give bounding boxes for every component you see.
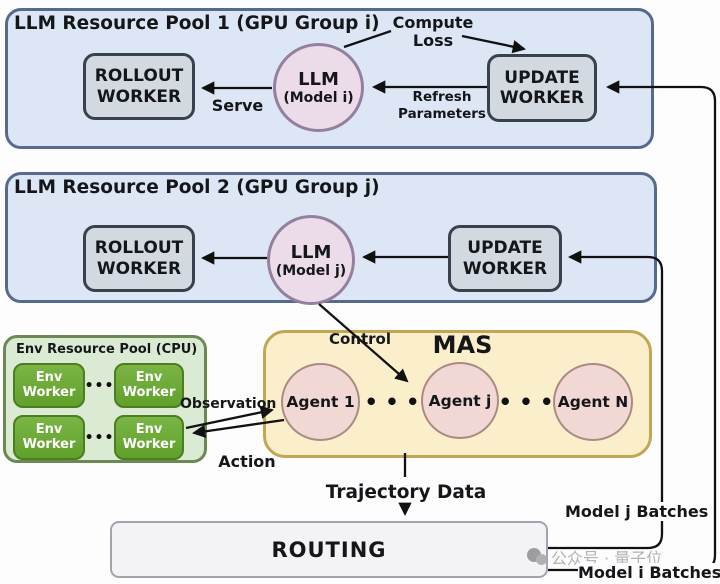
agent-n: Agent N [553,363,633,441]
pool2-title: LLM Resource Pool 2 (GPU Group j) [14,177,380,198]
pool1-update-worker: UPDATE WORKER [487,54,597,122]
agent-1: Agent 1 [281,363,360,441]
line-model-i-batches [548,80,717,572]
refresh-parameters-label: Refresh Parameters [398,89,486,122]
env-ellipsis-2: ••• [84,429,115,446]
pool1-llm-circle: LLM (Model i) [273,43,364,132]
pool2-llm-label: LLM [290,241,332,263]
mas-title: MAS [432,331,493,359]
pool2-update-worker: UPDATE WORKER [448,225,562,292]
action-label: Action [218,452,276,471]
routing-box: ROUTING [110,521,548,578]
pool2-llm-circle: LLM (Model j) [267,215,355,305]
pool1-llm-label: LLM [298,69,339,90]
agent-ellipsis-2: • • • [498,390,554,414]
pool1-llm-model: (Model i) [283,90,354,106]
agent-ellipsis-1: • • • [364,390,420,414]
env-worker-1: Env Worker [13,363,85,408]
env-worker-4: Env Worker [114,415,184,460]
compute-loss-label: Compute Loss [392,13,474,51]
serve-label: Serve [211,96,264,115]
env-pool-title: Env Resource Pool (CPU) [16,342,198,357]
pool2-llm-model: (Model j) [275,262,347,279]
model-i-batches-label: Model i Batches [578,563,720,582]
env-worker-3: Env Worker [13,415,85,460]
control-label: Control [329,330,392,348]
observation-label: Observation [180,396,277,412]
model-j-batches-label: Model j Batches [565,502,709,521]
env-worker-2: Env Worker [114,363,184,408]
pool1-rollout-worker: ROLLOUT WORKER [83,53,195,120]
trajectory-data-label: Trajectory Data [325,482,487,503]
pool2-rollout-worker: ROLLOUT WORKER [83,225,195,292]
pool1-title: LLM Resource Pool 1 (GPU Group i) [14,13,380,34]
watermark-logo-icon [527,547,551,567]
env-ellipsis-1: ••• [84,377,115,394]
agent-j: Agent j [421,362,499,439]
